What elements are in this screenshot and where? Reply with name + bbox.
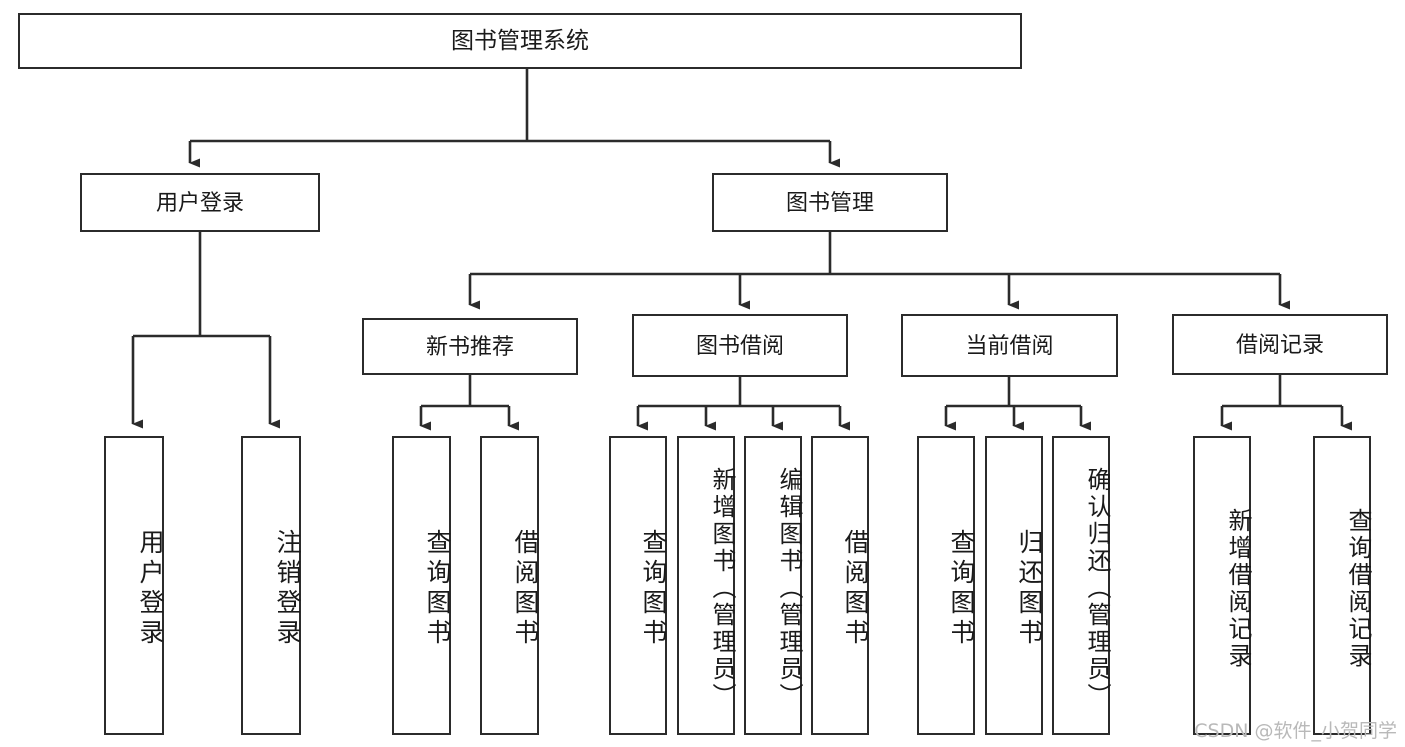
node-label: 查询图书 xyxy=(423,528,451,649)
watermark-text: CSDN @软件_小贺同学 xyxy=(1194,720,1397,742)
leaf-book-borrow-edit-book-admin[interactable]: 编辑图书（管理员） xyxy=(744,436,802,735)
leaf-book-borrow-borrow-book[interactable]: 借阅图书 xyxy=(811,436,869,735)
node-label: 图书管理系统 xyxy=(451,27,589,54)
node-label: 归还图书 xyxy=(1015,528,1043,649)
node-new-book-recommend[interactable]: 新书推荐 xyxy=(362,318,578,375)
leaf-user-login-login[interactable]: 用户登录 xyxy=(104,436,164,735)
node-borrow-record[interactable]: 借阅记录 xyxy=(1172,314,1388,375)
node-label: 新增图书（管理员） xyxy=(708,467,735,710)
node-user-login[interactable]: 用户登录 xyxy=(80,173,320,232)
leaf-borrow-record-query-record[interactable]: 查询借阅记录 xyxy=(1313,436,1371,735)
node-book-borrow[interactable]: 图书借阅 xyxy=(632,314,848,377)
leaf-book-borrow-add-book-admin[interactable]: 新增图书（管理员） xyxy=(677,436,735,735)
leaf-new-book-query-book[interactable]: 查询图书 xyxy=(392,436,451,735)
node-label: 查询图书 xyxy=(639,528,667,649)
node-label: 当前借阅 xyxy=(965,332,1054,358)
node-book-management[interactable]: 图书管理 xyxy=(712,173,948,232)
leaf-new-book-borrow-book[interactable]: 借阅图书 xyxy=(480,436,539,735)
node-label: 查询图书 xyxy=(947,528,975,649)
node-label: 编辑图书（管理员） xyxy=(775,467,802,710)
node-label: 新增借阅记录 xyxy=(1224,507,1251,670)
node-label: 确认归还（管理员） xyxy=(1083,467,1110,710)
node-label: 用户登录 xyxy=(155,189,244,215)
node-label: 图书管理 xyxy=(785,189,874,215)
leaf-borrow-record-add-record[interactable]: 新增借阅记录 xyxy=(1193,436,1251,735)
leaf-current-borrow-confirm-return-admin[interactable]: 确认归还（管理员） xyxy=(1052,436,1110,735)
node-label: 借阅图书 xyxy=(841,528,869,649)
leaf-book-borrow-query-book[interactable]: 查询图书 xyxy=(609,436,667,735)
node-current-borrow[interactable]: 当前借阅 xyxy=(901,314,1118,377)
leaf-current-borrow-query-book[interactable]: 查询图书 xyxy=(917,436,975,735)
node-label: 借阅图书 xyxy=(511,528,539,649)
node-label: 注销登录 xyxy=(273,528,301,649)
node-label: 用户登录 xyxy=(136,528,164,649)
node-root-book-management-system[interactable]: 图书管理系统 xyxy=(18,13,1022,69)
node-label: 借阅记录 xyxy=(1235,331,1324,357)
leaf-user-login-logout[interactable]: 注销登录 xyxy=(241,436,301,735)
node-label: 查询借阅记录 xyxy=(1344,507,1371,670)
node-label: 新书推荐 xyxy=(425,333,514,359)
leaf-current-borrow-return-book[interactable]: 归还图书 xyxy=(985,436,1043,735)
node-label: 图书借阅 xyxy=(695,332,784,358)
